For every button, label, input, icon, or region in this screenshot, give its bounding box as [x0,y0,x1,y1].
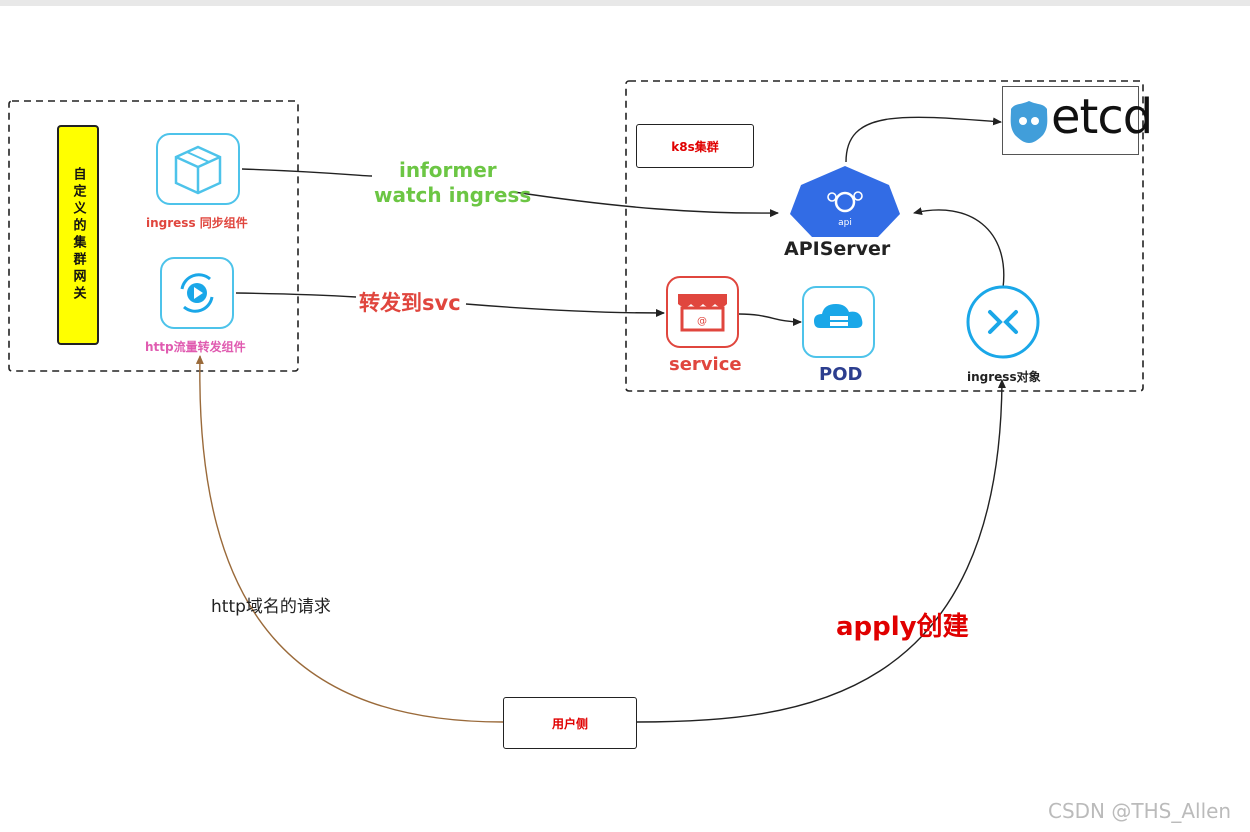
ingress-sync-label: ingress 同步组件 [146,216,248,230]
apiserver-icon [790,166,900,237]
forward-label: 转发到svc [359,291,461,315]
service-component[interactable]: @ [666,276,739,348]
apiserver-label: APIServer [784,238,891,260]
http-request-label: http域名的请求 [211,597,331,617]
http-forward-label: http流量转发组件 [145,340,246,354]
cube-icon [174,145,222,195]
edge-ingress-api [913,207,1005,289]
informer-label-line1: informer [399,158,497,182]
api-badge-text: api [838,218,852,228]
edge-api-etcd [845,116,1002,163]
gateway-title: 自定义的集群网关 [70,167,86,303]
pod-component[interactable] [802,286,875,358]
service-label: service [669,354,742,375]
gateway-title-box: 自定义的集群网关 [57,125,99,345]
informer-label-line2: watch ingress [374,183,532,207]
http-forward-component[interactable] [160,257,234,329]
etcd-text: etcd [1051,89,1153,145]
edge-informer [241,168,778,213]
etcd-logo: etcd [1002,86,1153,155]
cloud-server-icon [814,304,863,332]
ingress-object-icon [966,285,1040,359]
apply-label: apply创建 [836,612,969,642]
user-side-box[interactable]: 用户侧 [503,697,637,749]
top-bar [0,0,1250,6]
ingress-object-label: ingress对象 [967,370,1041,384]
store-icon: @ [678,294,727,332]
edge-apply [636,379,1006,723]
edge-http-request [195,355,504,723]
cluster-container [625,80,1144,392]
etcd-icon [1010,101,1048,143]
ingress-sync-component[interactable] [156,133,240,205]
play-refresh-icon [180,273,214,313]
gateway-container [8,100,299,372]
svg-text:@: @ [697,316,707,327]
watermark: CSDN @THS_Allen [1048,799,1232,823]
cluster-title: k8s集群 [636,124,754,168]
edge-service-pod [738,313,802,326]
pod-label: POD [819,364,863,385]
edge-forward [235,292,664,313]
